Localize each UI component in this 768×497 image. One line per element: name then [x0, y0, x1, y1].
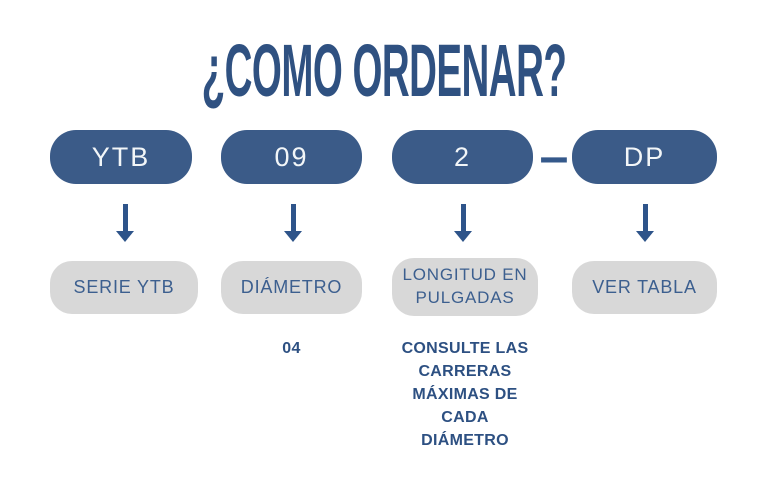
arrow-shaft [642, 204, 648, 231]
label-pill-ver-tabla: VER TABLA [572, 261, 717, 314]
code-pill-longitud: 2 [392, 130, 533, 184]
code-pill-serie: YTB [50, 130, 192, 184]
down-arrow-icon [116, 204, 134, 242]
arrow-shaft [460, 204, 466, 231]
code-pill-diametro: 09 [221, 130, 362, 184]
dash-separator: – [539, 128, 569, 186]
label-pill-serie-ytb: SERIE YTB [50, 261, 198, 314]
label-pill-diametro: DIÁMETRO [221, 261, 362, 314]
down-arrow-icon [636, 204, 654, 242]
arrow-shaft [290, 204, 296, 231]
page-title: ¿COMO ORDENAR? [201, 29, 567, 112]
arrow-head [454, 231, 472, 242]
arrow-head [284, 231, 302, 242]
note-carreras-maximas: CONSULTE LAS CARRERAS MÁXIMAS DE CADA DI… [401, 340, 529, 449]
label-pill-longitud-pulgadas: LONGITUD EN PULGADAS [392, 258, 538, 316]
note-diametro-example: 04 [282, 340, 301, 357]
arrow-head [636, 231, 654, 242]
code-pill-sufijo: DP [572, 130, 717, 184]
arrow-shaft [122, 204, 128, 231]
arrow-head [116, 231, 134, 242]
down-arrow-icon [454, 204, 472, 242]
down-arrow-icon [284, 204, 302, 242]
